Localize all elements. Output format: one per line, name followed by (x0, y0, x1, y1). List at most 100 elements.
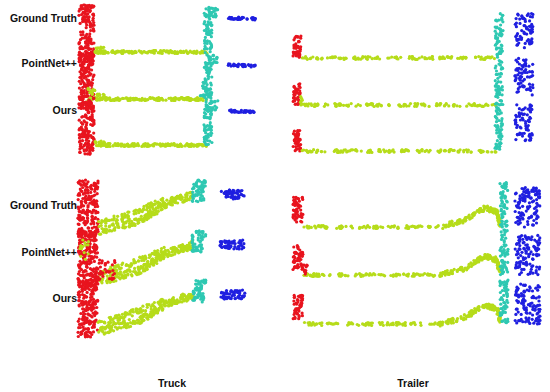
point (397, 103, 400, 106)
point (497, 80, 500, 83)
point (248, 64, 251, 67)
point (207, 31, 210, 34)
point (192, 145, 195, 148)
point (149, 97, 152, 100)
point (121, 97, 124, 100)
point (87, 58, 90, 61)
point (167, 50, 170, 53)
point (495, 26, 498, 29)
point (206, 42, 209, 45)
point (530, 25, 533, 28)
point (524, 68, 527, 71)
point (89, 61, 92, 64)
point (108, 145, 111, 148)
point (209, 121, 212, 124)
point (161, 99, 164, 102)
point (122, 144, 125, 147)
point (320, 57, 323, 60)
point (84, 42, 87, 45)
point (499, 12, 502, 15)
point (87, 117, 90, 120)
point (87, 111, 90, 114)
point (499, 23, 502, 26)
point (91, 92, 94, 95)
point (209, 131, 212, 134)
point (207, 88, 210, 91)
point (210, 75, 213, 78)
point (210, 29, 213, 32)
point (201, 144, 204, 147)
point (295, 97, 298, 100)
point (498, 51, 501, 54)
point (420, 102, 423, 105)
point (112, 51, 115, 54)
point (79, 46, 82, 49)
point (524, 42, 527, 45)
point (84, 143, 87, 146)
point (204, 7, 207, 10)
point (411, 55, 414, 58)
point (366, 55, 369, 58)
point (83, 58, 86, 61)
point (91, 109, 94, 112)
point (99, 141, 102, 144)
point (323, 105, 326, 108)
point (85, 92, 88, 95)
point (297, 83, 300, 86)
point (81, 16, 84, 19)
point (515, 17, 518, 20)
point (85, 135, 88, 138)
point (94, 141, 97, 144)
point (212, 58, 215, 61)
point (292, 38, 295, 41)
point (494, 84, 497, 87)
point (84, 125, 87, 128)
point (517, 90, 520, 93)
point (500, 34, 503, 37)
point (128, 145, 131, 148)
point (423, 56, 426, 59)
point (202, 81, 205, 84)
point (517, 57, 520, 60)
point (186, 96, 189, 99)
point (159, 49, 162, 52)
point (527, 65, 530, 68)
point (485, 102, 488, 105)
point (408, 57, 411, 60)
point (116, 50, 119, 53)
point (516, 69, 519, 72)
point (449, 56, 452, 59)
point (365, 103, 368, 106)
point (85, 148, 88, 151)
point (294, 103, 297, 106)
point (252, 111, 255, 114)
point (525, 27, 528, 30)
point (345, 104, 348, 107)
point (390, 56, 393, 59)
point (85, 26, 88, 29)
point (78, 10, 81, 13)
point (236, 64, 239, 67)
point (83, 119, 86, 122)
point (202, 86, 205, 89)
point (301, 56, 304, 59)
point (253, 17, 256, 20)
point (313, 103, 316, 106)
point (232, 110, 235, 113)
point (520, 36, 523, 39)
point (78, 151, 81, 154)
point (103, 142, 106, 145)
point (528, 70, 531, 73)
point (210, 125, 213, 128)
point (484, 56, 487, 59)
point (207, 66, 210, 69)
point (464, 56, 467, 59)
point (91, 19, 94, 22)
point (371, 57, 374, 60)
point (292, 145, 295, 148)
point (87, 63, 90, 66)
point (79, 82, 82, 85)
point (471, 104, 474, 107)
point (215, 56, 218, 59)
point (530, 12, 533, 15)
